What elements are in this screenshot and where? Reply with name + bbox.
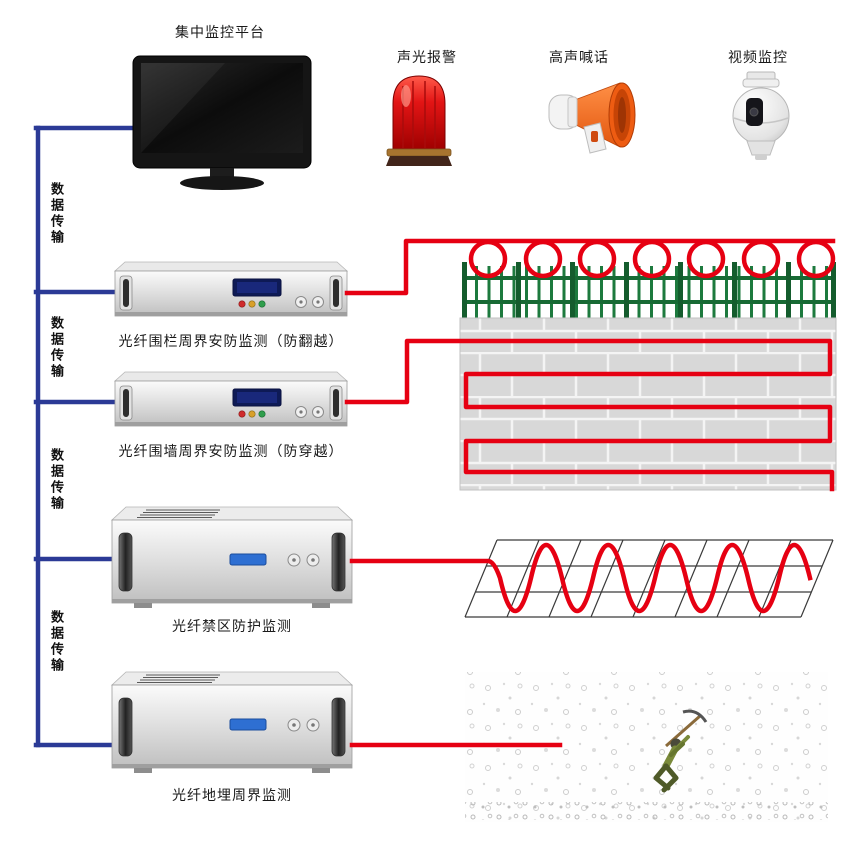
device-fence-monitor [114, 261, 348, 317]
fence-fiber-line [344, 238, 836, 296]
speaker-label: 高声喊话 [549, 50, 609, 66]
net-grid-illustration [464, 539, 834, 618]
data-transfer-label-4: 数据传输 [48, 610, 63, 674]
data-transfer-label-1: 数据传输 [48, 182, 63, 246]
fence-illustration [462, 262, 836, 320]
device-restricted-label: 光纤禁区防护监测 [172, 619, 292, 635]
device-fence-label: 光纤围栏周界安防监测（防翻越） [118, 334, 344, 350]
data-transfer-label-2: 数据传输 [48, 316, 63, 380]
digger-figure [653, 709, 708, 793]
alarm-label: 声光报警 [397, 50, 457, 66]
device-wall-label: 光纤围墙周界安防监测（防穿越） [118, 444, 344, 460]
monitor-illustration [132, 55, 312, 190]
platform-label: 集中监控平台 [175, 25, 265, 41]
camera-illustration [732, 71, 790, 160]
data-transfer-label-3: 数据传输 [48, 448, 63, 512]
wall-fiber-line [344, 338, 835, 492]
data-bus-lines [33, 125, 136, 748]
net-fiber-wave [349, 543, 813, 613]
device-wall-monitor [114, 371, 348, 427]
camera-label: 视频监控 [728, 50, 788, 66]
alarm-beacon-illustration [386, 75, 452, 166]
device-restricted-area-monitor [111, 506, 353, 609]
device-buried-label: 光纤地埋周界监测 [172, 788, 292, 804]
device-buried-monitor [111, 671, 353, 774]
wall-illustration [459, 317, 837, 491]
megaphone-illustration [548, 82, 636, 154]
